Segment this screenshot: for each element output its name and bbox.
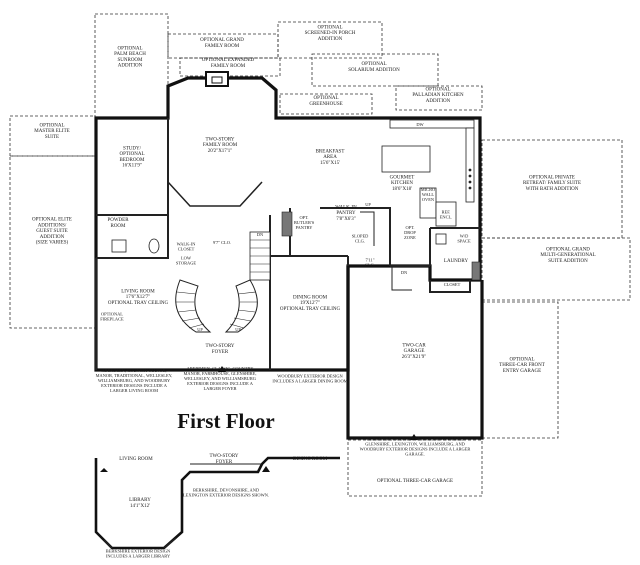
- inset-dining-room-label: DINING ROOM: [293, 457, 328, 462]
- stair-up-right-mark: UP: [235, 327, 241, 332]
- greenhouse-outline: [279, 93, 373, 115]
- closet-97-label: 9'7" CLO.: [213, 240, 231, 245]
- three-car-garage-label: OPTIONAL THREE-CAR GARAGE: [377, 479, 453, 484]
- family-room-bay: [167, 181, 263, 207]
- garage-step: [391, 266, 412, 291]
- laundry-fixtures: [111, 211, 481, 281]
- exterior-notes: ABERDEEN, COUNTRY MANOR,MANOR, TRADITION…: [96, 366, 471, 457]
- inset-living-room-label: LIVING ROOM: [119, 457, 153, 462]
- stair-left: [175, 279, 212, 333]
- kitchen-fixtures: [381, 119, 475, 227]
- ceiling-711-label: 7'11"CLG.: [365, 258, 375, 268]
- laundry-door-shade: [471, 261, 481, 281]
- palm-beach-sunroom-outline: [94, 13, 169, 119]
- dishwasher-mark: DW: [416, 122, 424, 127]
- page-title: First Floor: [177, 409, 274, 433]
- front-entry-marker: [218, 366, 226, 372]
- ref-enclosure-label: REF.ENCL.: [440, 210, 453, 220]
- berkshire-garage-note: BERKSHIRE, COUNTRY MANOR, DEVONSHIRE,GLE…: [360, 436, 471, 456]
- solarium-outline: [311, 53, 439, 87]
- stair-right: [224, 279, 258, 333]
- sink-box: [435, 233, 447, 245]
- hall-walls: [347, 256, 430, 267]
- expanded-family-room-outline: [179, 57, 281, 77]
- ref-enclosure: [435, 201, 457, 227]
- kitchen-island: [381, 145, 431, 173]
- laundry-label: LAUNDRY: [444, 259, 469, 264]
- palladian-kitchen-outline: [395, 85, 483, 111]
- butler-pantry-shade: [281, 211, 293, 237]
- kitchen-counter-right: [465, 127, 475, 203]
- staircases: [175, 211, 412, 333]
- powder-wall: [96, 215, 169, 259]
- kitchen-counter-top: [389, 119, 475, 129]
- laundry-walls: [429, 227, 480, 293]
- rear-stair: [360, 211, 375, 246]
- garage-step-down-mark: DN: [401, 270, 408, 275]
- garage-entry-marker: [410, 434, 418, 440]
- rear-stair-up-mark: UP: [365, 202, 371, 207]
- closet-label: CLOSET: [444, 282, 461, 287]
- stair-down-mark: DN: [257, 232, 264, 237]
- powder-toilet: [148, 238, 160, 254]
- powder-vanity: [111, 239, 127, 253]
- stair-up-left-mark: UP: [197, 327, 203, 332]
- aberdeen-living-note: ABERDEEN, COUNTRY MANOR,MANOR, TRADITION…: [96, 368, 173, 393]
- screened-porch-outline: [277, 21, 383, 59]
